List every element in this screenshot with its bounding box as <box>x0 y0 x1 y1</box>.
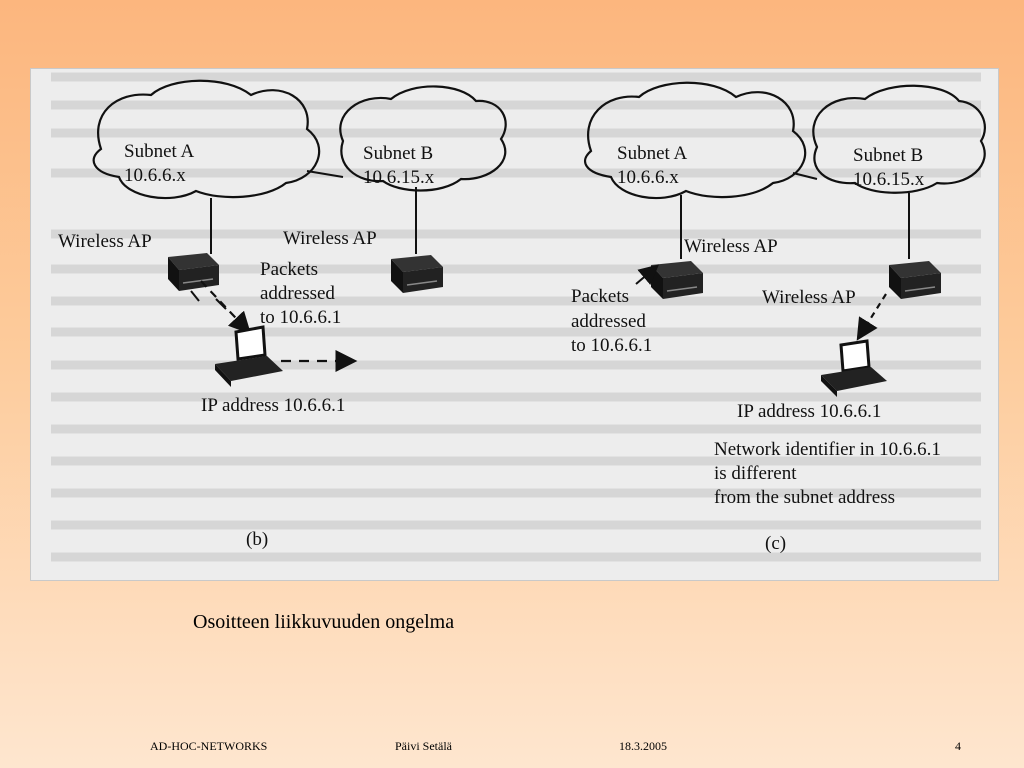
ip-address-label-b: IP address 10.6.6.1 <box>201 395 345 416</box>
slide-caption: Osoitteen liikkuvuuden ongelma <box>193 611 455 633</box>
subnet-b-name-c: Subnet B <box>853 145 923 166</box>
wireless-ap-label-a-b: Wireless AP <box>58 231 152 252</box>
note-line3-c: from the subnet address <box>714 487 895 508</box>
subnet-b-addr-c: 10.6.15.x <box>853 169 925 190</box>
subnet-b-name-b: Subnet B <box>363 143 433 164</box>
subnet-a-addr-b: 10.6.6.x <box>124 165 186 186</box>
wireless-ap-label-b-c: Wireless AP <box>762 287 856 308</box>
cloud-subnet-a-c <box>584 81 807 200</box>
access-point-icon <box>651 261 703 299</box>
packets-line2-c: addressed <box>571 311 646 332</box>
packets-line2-b: addressed <box>260 283 335 304</box>
access-point-icon <box>168 253 219 291</box>
footer-author: Päivi Setälä <box>395 739 452 753</box>
subnet-b-addr-b: 10.6.15.x <box>363 167 435 188</box>
panel-label-b: (b) <box>246 529 268 550</box>
cloud-subnet-b-c <box>812 84 986 194</box>
wireless-ap-label-a-c: Wireless AP <box>684 236 778 257</box>
laptop-icon <box>821 339 887 397</box>
packets-line3-b: to 10.6.6.1 <box>260 307 341 328</box>
packets-line1-c: Packets <box>571 286 629 307</box>
subnet-a-addr-c: 10.6.6.x <box>617 167 679 188</box>
wireless-ap-label-b-b: Wireless AP <box>283 228 377 249</box>
panel-label-c: (c) <box>765 533 786 554</box>
packets-line1-b: Packets <box>260 259 318 280</box>
subnet-a-name-c: Subnet A <box>617 143 687 164</box>
ip-address-label-c: IP address 10.6.6.1 <box>737 401 881 422</box>
network-diagram: Subnet A 10.6.6.x Subnet B 10.6.15.x Wir… <box>51 72 986 562</box>
access-point-icon <box>391 255 443 293</box>
subnet-a-name-b: Subnet A <box>124 141 194 162</box>
figure-scan: Subnet A 10.6.6.x Subnet B 10.6.15.x Wir… <box>30 68 999 581</box>
cloud-subnet-a-b <box>92 79 321 200</box>
access-point-icon <box>889 261 941 299</box>
note-line2-c: is different <box>714 463 797 484</box>
laptop-icon <box>215 325 283 387</box>
footer-page-number: 4 <box>955 739 961 753</box>
footer-title: AD-HOC-NETWORKS <box>150 739 268 753</box>
packets-line3-c: to 10.6.6.1 <box>571 335 652 356</box>
footer-date: 18.3.2005 <box>619 739 667 753</box>
cloud-subnet-b-b <box>339 85 507 192</box>
note-line1-c: Network identifier in 10.6.6.1 <box>714 439 941 460</box>
